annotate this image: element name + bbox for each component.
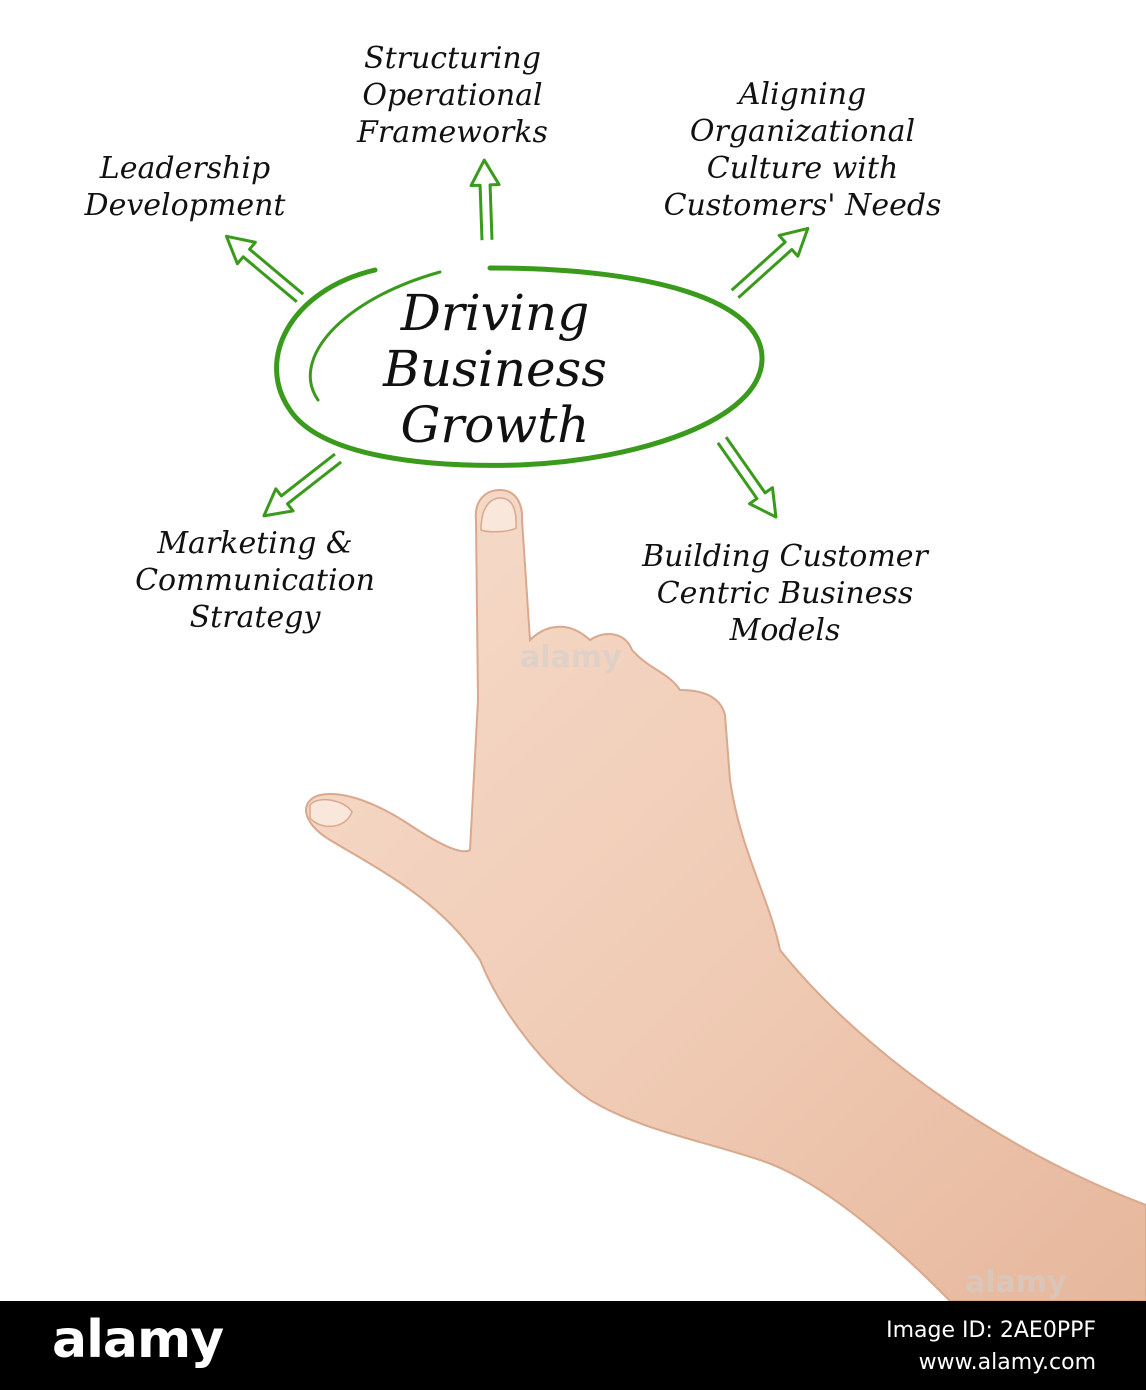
arrow-marketing bbox=[262, 452, 343, 518]
center-ellipse bbox=[274, 265, 765, 468]
pointing-hand bbox=[305, 488, 1146, 1301]
brand-logo: alamy bbox=[52, 1310, 224, 1370]
label-structuring-operational-frameworks: Structuring Operational Frameworks bbox=[357, 41, 548, 150]
arrow-building bbox=[716, 436, 778, 519]
arrow-leadership bbox=[224, 234, 305, 303]
footer-bar bbox=[0, 1301, 1146, 1390]
watermark-lower: alamy bbox=[965, 1265, 1067, 1300]
site-url: www.alamy.com bbox=[918, 1350, 1096, 1375]
label-leadership-development: Leadership Development bbox=[84, 151, 286, 223]
diagram-strokes bbox=[224, 158, 810, 519]
watermark-upper: alamy bbox=[520, 640, 622, 675]
label-building-customer-centric-models: Building Customer Centric Business Model… bbox=[642, 539, 928, 648]
image-id: Image ID: 2AE0PPF bbox=[886, 1318, 1096, 1343]
arrow-aligning bbox=[730, 226, 810, 299]
hand-shape bbox=[305, 488, 1146, 1301]
label-aligning-organizational-culture: Aligning Organizational Culture with Cus… bbox=[663, 77, 942, 223]
arrow-structuring bbox=[469, 158, 501, 241]
thumbnail bbox=[309, 798, 353, 827]
label-marketing-communication-strategy: Marketing & Communication Strategy bbox=[135, 526, 375, 635]
center-title: Driving Business Growth bbox=[383, 284, 607, 454]
fingernail bbox=[480, 497, 517, 533]
